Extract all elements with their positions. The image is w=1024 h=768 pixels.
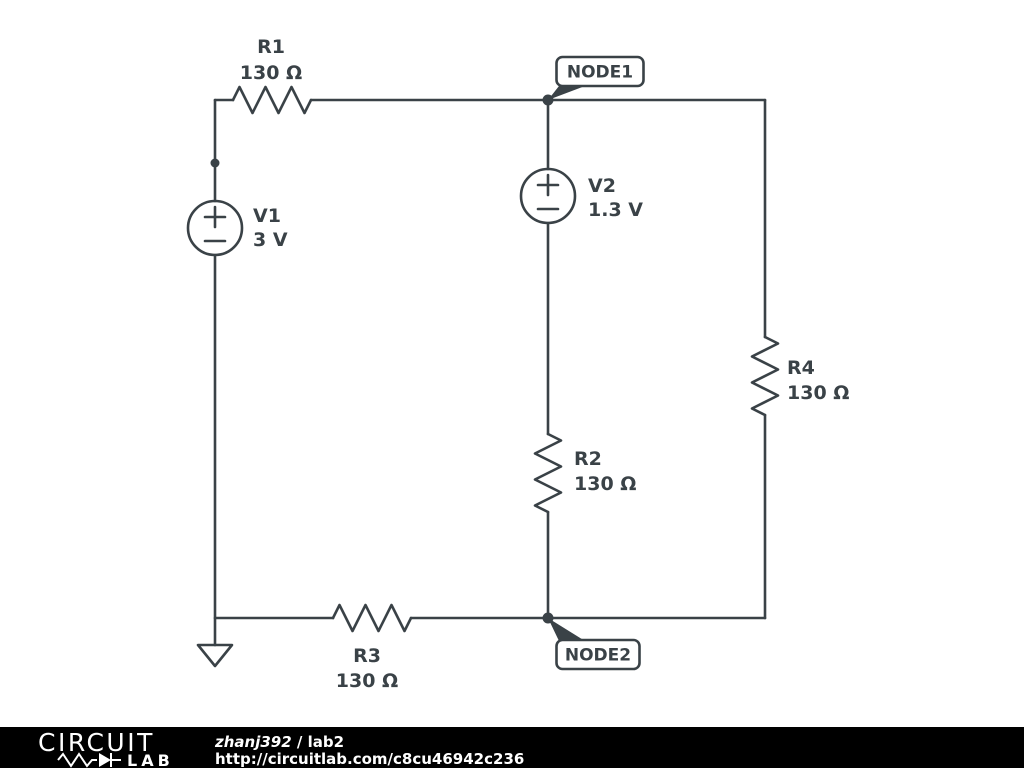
footer-title-line: zhanj392 / lab2	[214, 733, 344, 751]
footer-separator: /	[292, 733, 308, 751]
node1-box[interactable]	[555, 55, 645, 88]
resistor-r1-value: 130 Ω	[240, 62, 302, 84]
resistor-r2-name: R2	[574, 448, 602, 470]
resistor-r2-body[interactable]	[533, 432, 563, 514]
logo-circuit-text: CIRCUIT	[38, 728, 155, 757]
node1-label[interactable]: NODE1	[548, 55, 645, 100]
voltage-source-v2-name: V2	[588, 175, 616, 197]
resistor-r1-name: R1	[257, 36, 285, 58]
ground-symbol[interactable]	[196, 643, 234, 668]
logo-zigzag	[57, 752, 97, 768]
resistor-r1-body[interactable]	[231, 85, 313, 115]
resistor-r2-value: 130 Ω	[574, 473, 636, 495]
resistor-r4-value: 130 Ω	[787, 382, 849, 404]
wires	[213, 98, 767, 647]
voltage-source-v2-value: 1.3 V	[588, 199, 643, 221]
voltage-source-v2-body[interactable]	[519, 167, 577, 225]
resistor-r1[interactable]	[231, 85, 313, 115]
logo-diode-triangle	[99, 753, 111, 767]
v1-plus-icon	[203, 205, 227, 229]
resistor-r3-value: 130 Ω	[336, 670, 398, 692]
resistor-r3-body[interactable]	[331, 603, 413, 633]
footer-bar: CIRCUIT LAB zhanj392 / lab2 http://circu…	[0, 727, 1024, 768]
footer-author: zhanj392	[214, 733, 292, 751]
resistor-r4[interactable]	[750, 335, 780, 417]
node1-text: NODE1	[567, 63, 633, 83]
junction-dot-left	[210, 158, 220, 168]
resistor-r4-name: R4	[787, 357, 815, 379]
footer-background	[0, 727, 1024, 768]
logo-diode-bar	[110, 753, 121, 767]
circuitlab-logo: CIRCUIT LAB	[38, 728, 174, 768]
node2-pointer	[548, 618, 585, 641]
v2-plus-icon	[536, 173, 560, 197]
voltage-source-v1[interactable]	[186, 199, 244, 257]
node2-text: NODE2	[565, 646, 631, 666]
voltage-source-v1-value: 3 V	[253, 229, 288, 251]
footer-project-title: lab2	[308, 733, 344, 751]
logo-lab-text: LAB	[127, 751, 174, 768]
node2-box[interactable]	[555, 638, 641, 671]
footer-share-url[interactable]: http://circuitlab.com/c8cu46942c236	[215, 750, 524, 768]
logo-resistor-diode-icon	[57, 752, 121, 768]
voltage-source-v2[interactable]	[519, 167, 577, 225]
resistor-r3-name: R3	[353, 645, 381, 667]
resistor-r2[interactable]	[533, 432, 563, 514]
resistor-r3[interactable]	[331, 603, 413, 633]
resistor-r4-body[interactable]	[750, 335, 780, 417]
voltage-source-v1-name: V1	[253, 205, 281, 227]
node2-label[interactable]: NODE2	[548, 618, 641, 671]
node1-pointer	[548, 86, 585, 100]
voltage-source-v1-body[interactable]	[186, 199, 244, 257]
